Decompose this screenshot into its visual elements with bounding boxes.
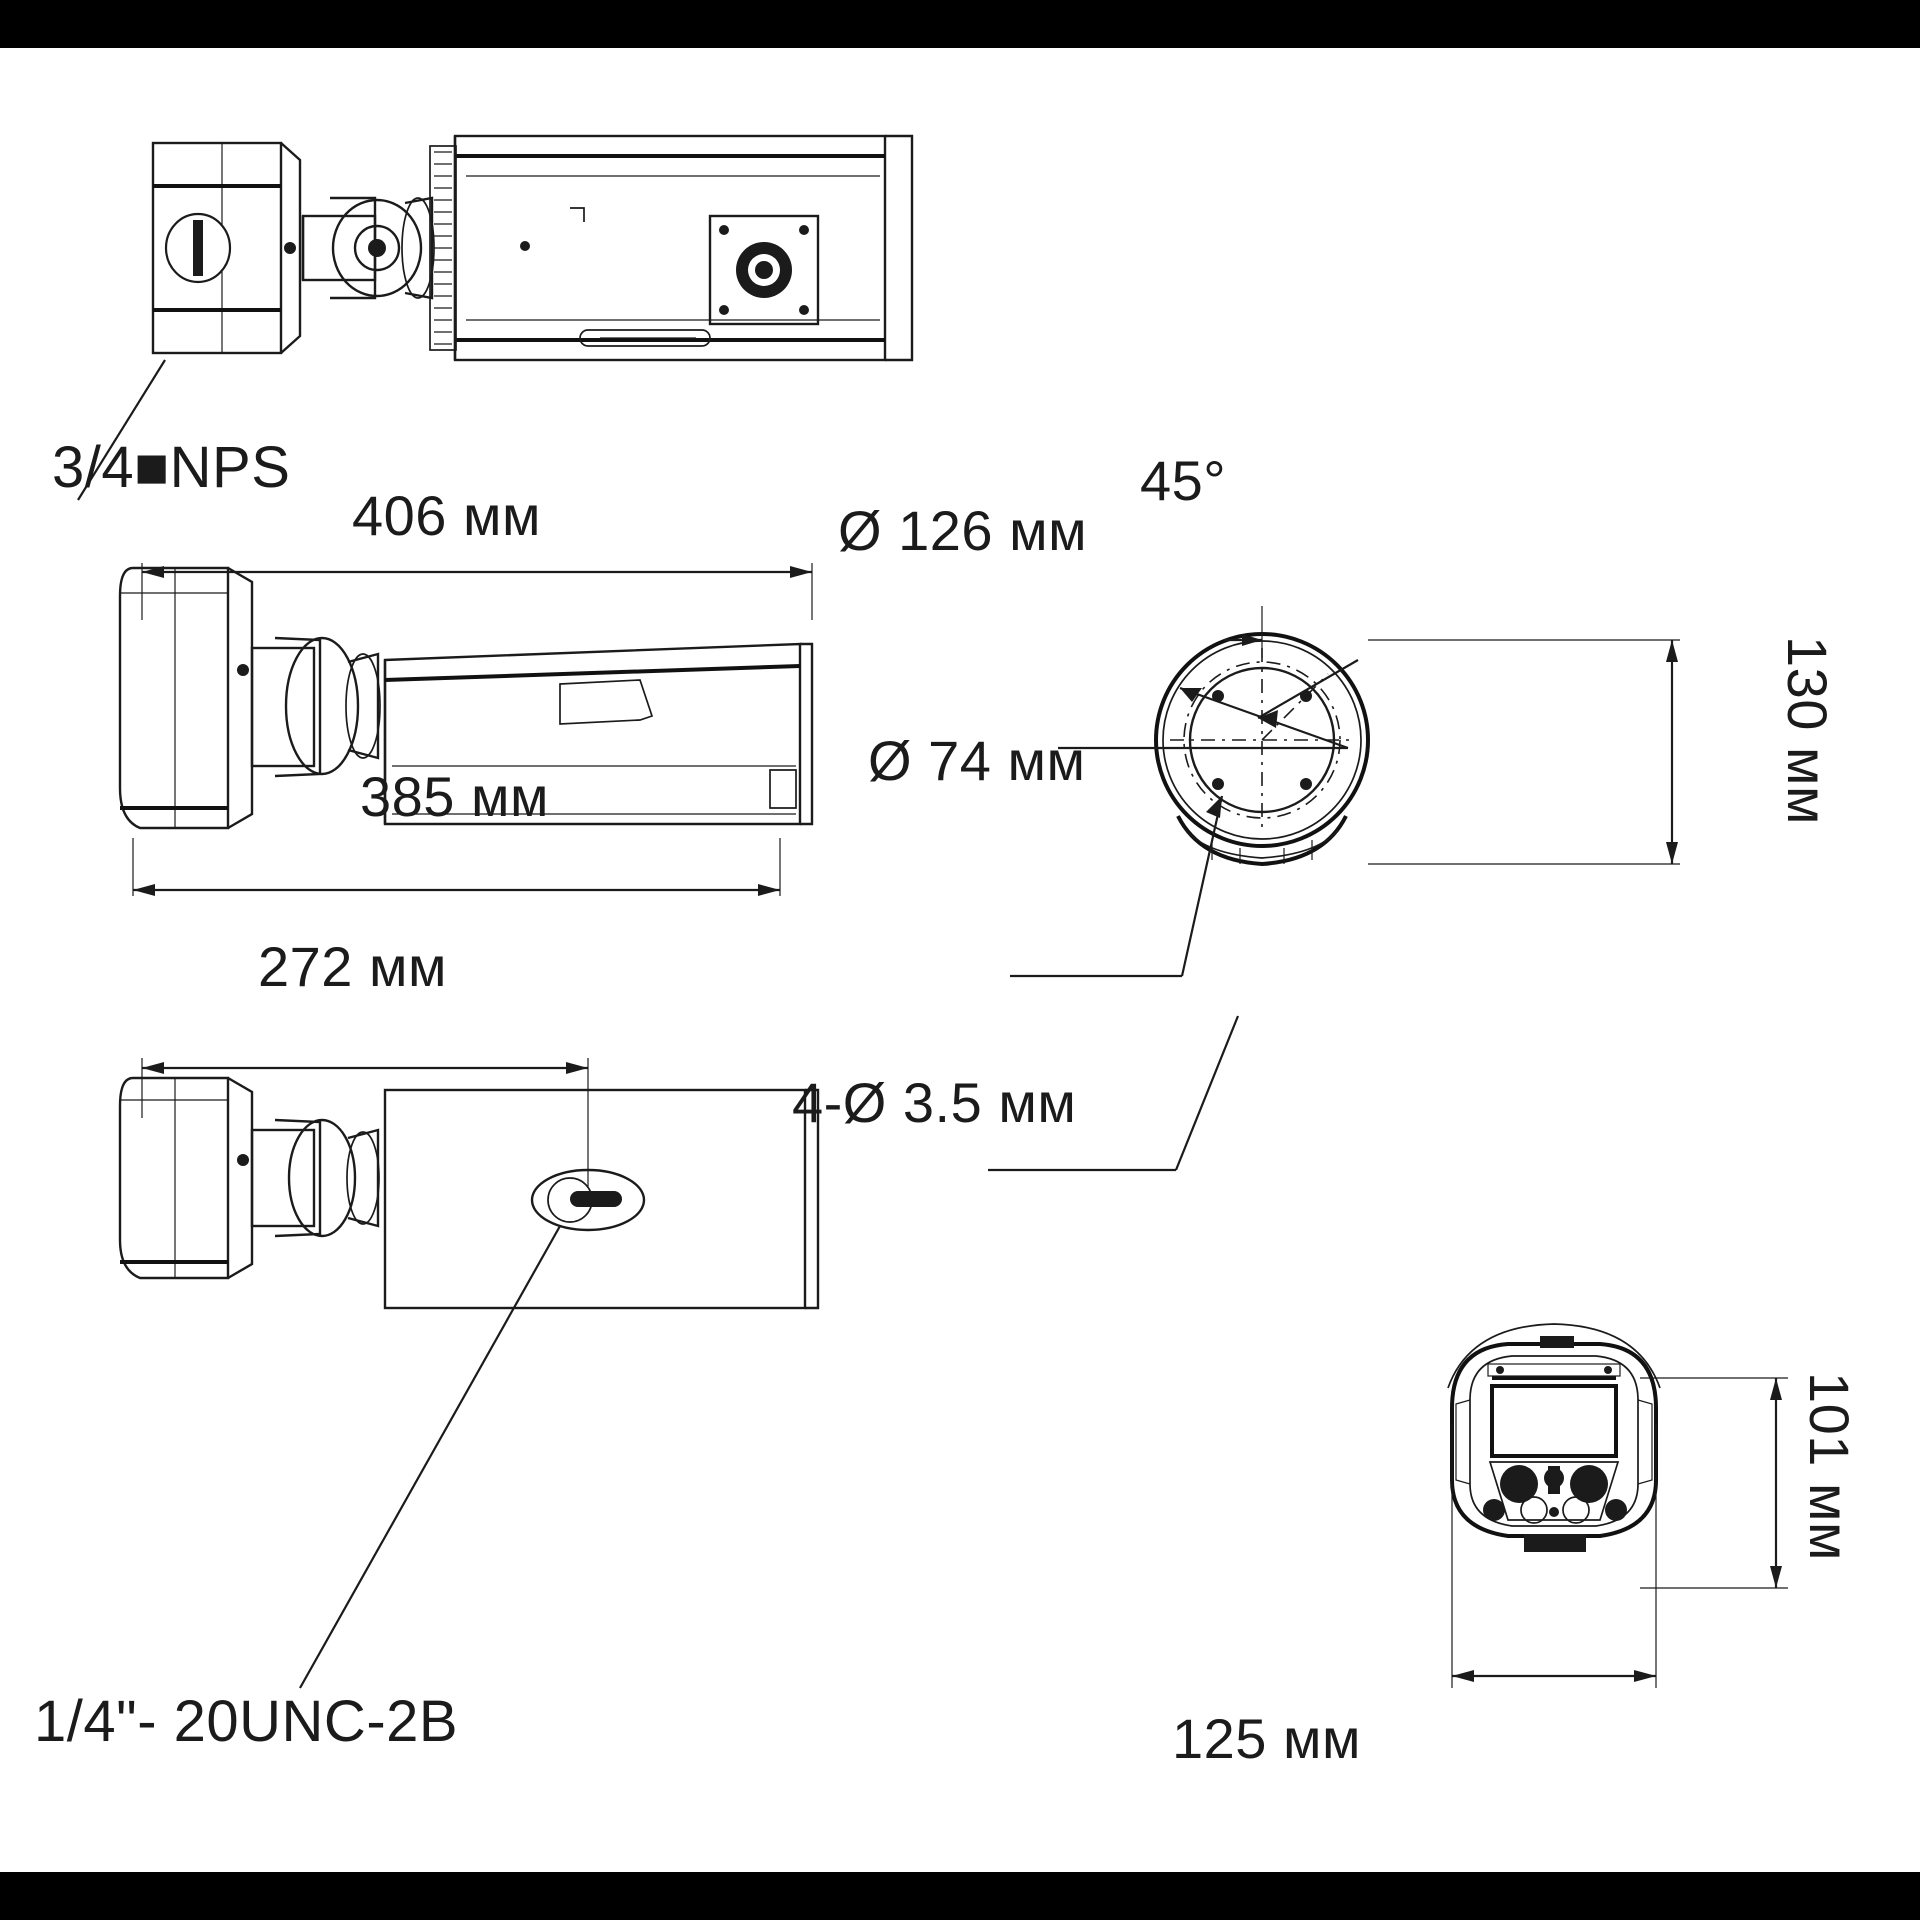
label-tripod-thread: 1/4"- 20UNC-2B <box>34 1689 459 1754</box>
drawing-sheet: 3/4■NPS 406 мм 385 мм Ø 126 мм Ø 74 мм 4… <box>0 48 1920 1872</box>
label-height-rear-view: 101 мм <box>1798 1372 1861 1561</box>
drawing-vector-layer <box>77 134 1788 1689</box>
rear-view-geometry <box>1447 1323 1788 1688</box>
bracket-view-geometry <box>988 606 1680 1172</box>
label-mount-plate-diameter: Ø 126 мм <box>838 499 1088 562</box>
label-nps-thread: 3/4■NPS <box>52 435 291 500</box>
label-mount-hole-offset: 272 мм <box>258 935 447 998</box>
label-height-front-view: 130 мм <box>1776 636 1839 825</box>
label-length-overall: 406 мм <box>352 484 541 547</box>
label-length-body: 385 мм <box>360 765 549 828</box>
side-view-geometry <box>118 563 814 896</box>
label-angle-callout: 45° <box>1140 449 1227 512</box>
top-view-geometry <box>77 134 914 501</box>
label-width-rear-view: 125 мм <box>1172 1707 1361 1770</box>
label-hole-callout: 4-Ø 3.5 мм <box>792 1071 1077 1134</box>
bottom-view-geometry <box>118 1058 820 1689</box>
label-bolt-circle-diameter: Ø 74 мм <box>868 729 1086 792</box>
